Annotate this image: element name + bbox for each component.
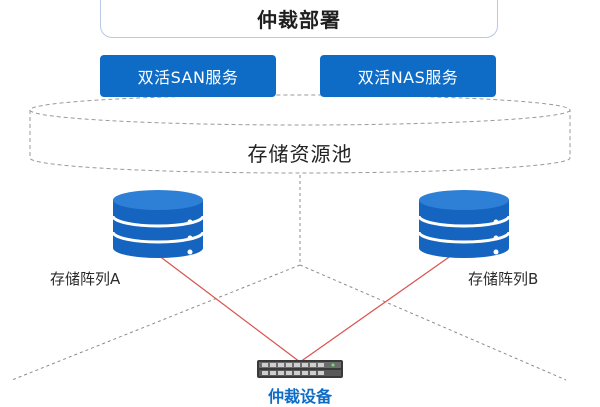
arbitration-title: 仲裁部署 <box>257 8 341 32</box>
arbitration-deployment-box: 仲裁部署 <box>100 0 498 38</box>
nas-service-box: 双活NAS服务 <box>320 55 496 97</box>
link-array-a-device <box>157 254 301 363</box>
storage-pool-label: 存储资源池 <box>247 141 353 166</box>
nas-service-label: 双活NAS服务 <box>357 68 459 87</box>
array-a-label: 存储阵列A <box>50 270 121 288</box>
hub-to-left-line <box>11 264 301 381</box>
hub-to-right-line <box>299 264 567 381</box>
san-service-label: 双活SAN服务 <box>137 68 239 87</box>
database-icon <box>111 190 205 258</box>
database-icon <box>417 190 511 258</box>
arbitration-links <box>157 254 453 363</box>
san-service-box: 双活SAN服务 <box>100 55 276 97</box>
arbitration-device-label: 仲裁设备 <box>267 387 332 406</box>
link-array-b-device <box>299 254 453 363</box>
server-rack-icon <box>257 360 343 378</box>
storage-pool-cylinder <box>29 94 571 174</box>
dashed-network-lines <box>11 175 567 381</box>
array-b-label: 存储阵列B <box>468 270 539 288</box>
